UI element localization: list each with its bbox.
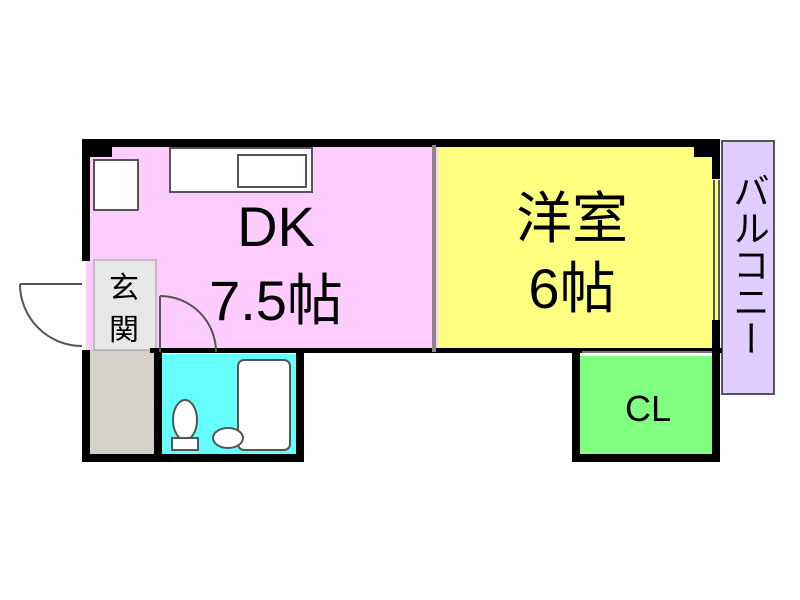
genkan-label-line1: 玄: [109, 272, 139, 305]
walls: [82, 139, 722, 462]
balcony-area: [721, 140, 775, 395]
bath-door: [159, 295, 217, 353]
western-room-size: 6帖: [528, 257, 615, 320]
washbasin-icon: [212, 427, 244, 449]
closet-room: [578, 356, 718, 458]
dk-label: DK: [237, 195, 315, 258]
refrigerator-space: [93, 159, 139, 211]
dk-size: 7.5帖: [209, 269, 343, 332]
closet-label: CL: [625, 388, 671, 429]
bathtub: [237, 359, 291, 451]
entrance-door: [19, 283, 83, 347]
genkan-label-line2: 関: [109, 314, 139, 347]
genkan-label-box: [93, 259, 157, 351]
balcony-window: [713, 180, 720, 320]
toilet-icon: [172, 399, 198, 441]
toilet-tank: [171, 437, 199, 451]
western-room-label: 洋室: [516, 187, 628, 250]
western-room: [438, 145, 718, 350]
balcony-label: バルコニー: [728, 172, 769, 357]
genkan-area: [86, 350, 156, 456]
kitchen-sink: [237, 154, 307, 188]
